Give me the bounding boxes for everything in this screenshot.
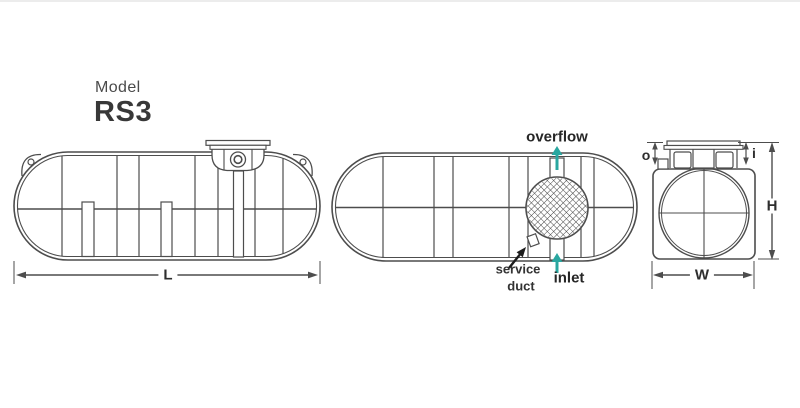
i-dimension [738,142,779,165]
model-number: RS3 [94,96,153,128]
arrowhead-right-icon [308,271,318,279]
arrowhead-left-icon [16,271,26,279]
o-dimension [647,142,663,165]
overflow-label: overflow [526,128,588,146]
side-channels [81,170,245,258]
dim-label-o: o [641,147,651,163]
service-duct-label-line2: duct [507,278,535,294]
inlet-arrow-icon [551,253,563,273]
inlet-label: inlet [553,269,585,287]
lifting-lug-icon [21,153,313,177]
plan-view-drawing [331,146,638,273]
service-duct-opening [526,232,540,248]
overflow-arrow-icon [551,146,563,170]
dim-label-height: H [761,198,783,214]
model-label: Model [95,79,141,96]
service-duct-label-line1: service [495,261,541,277]
side-view-drawing [13,139,321,284]
service-duct-pointer-icon [508,247,526,269]
end-view-drawing [647,140,779,289]
side-turret [205,139,271,172]
dim-label-i: i [752,145,756,161]
dim-label-length: L [158,267,178,283]
end-turret [657,140,744,170]
side-ribs [61,155,284,257]
manhole-hatch [525,176,589,240]
dim-label-width: W [689,267,715,283]
